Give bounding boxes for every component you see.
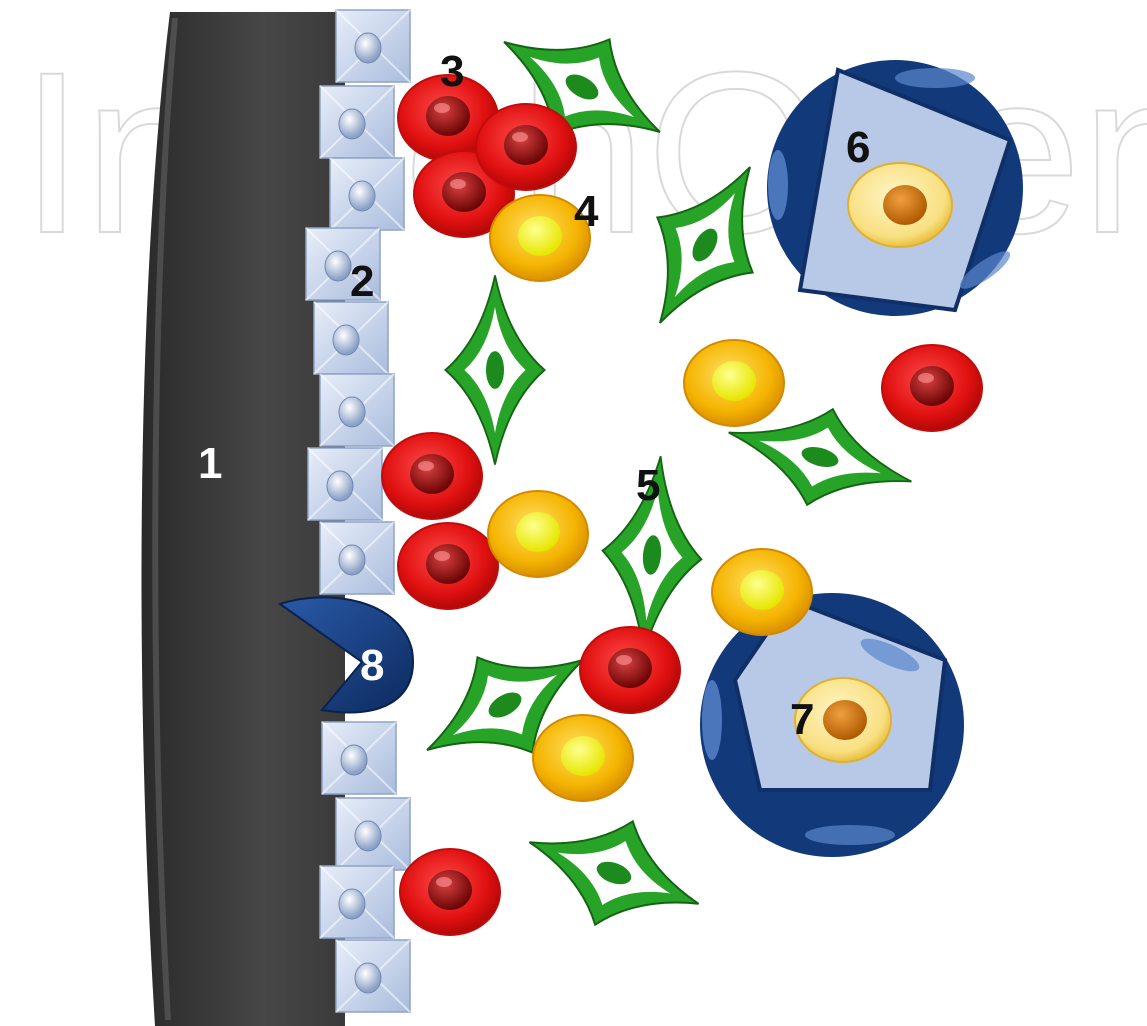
red-cell	[398, 523, 498, 609]
yellow-cell	[533, 715, 633, 801]
yellow-cell	[684, 340, 784, 426]
receptor	[320, 866, 394, 938]
receptor	[336, 10, 410, 82]
complex-7	[700, 593, 964, 857]
receptor	[322, 722, 396, 794]
label-3: 3	[440, 47, 464, 96]
red-cell	[400, 849, 500, 935]
green-cell	[511, 791, 718, 956]
receptor	[314, 302, 388, 374]
label-8: 8	[360, 641, 384, 690]
yellow-cell	[488, 491, 588, 577]
receptor	[308, 448, 382, 520]
red-cell	[580, 627, 680, 713]
receptor	[320, 374, 394, 446]
receptor	[336, 798, 410, 870]
label-7: 7	[790, 695, 814, 744]
yellow-cell	[712, 549, 812, 635]
red-cell	[382, 433, 482, 519]
label-6: 6	[846, 123, 870, 172]
red-cell	[882, 345, 982, 431]
red-cell	[476, 104, 576, 190]
label-5: 5	[636, 461, 660, 510]
label-4: 4	[574, 187, 599, 236]
label-1: 1	[198, 439, 222, 488]
receptor	[330, 158, 404, 230]
receptor	[320, 86, 394, 158]
receptor	[320, 522, 394, 594]
green-cell	[446, 276, 545, 465]
complex-6	[767, 60, 1023, 316]
label-2: 2	[350, 257, 374, 306]
receptor	[336, 940, 410, 1012]
